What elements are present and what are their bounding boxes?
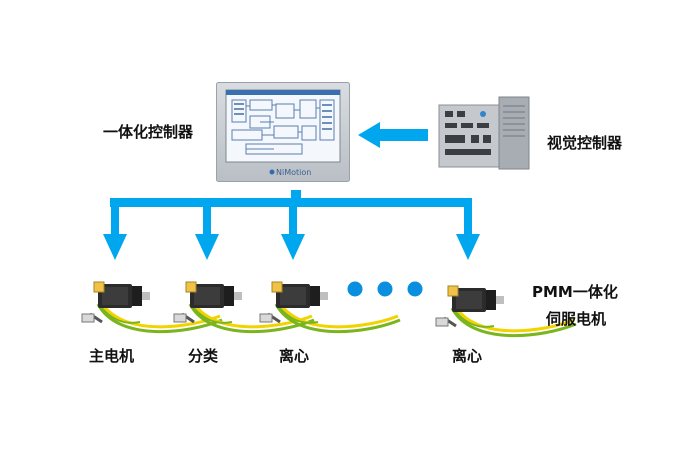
integrated-controller-label: 一体化控制器 bbox=[103, 123, 194, 141]
servo-motor-icon bbox=[258, 280, 402, 334]
pmm-label-line1: PMM一体化 bbox=[532, 283, 618, 301]
integrated-controller: NiMotion bbox=[216, 82, 350, 182]
vision-controller-icon bbox=[438, 96, 530, 170]
motor-label-main: 主电机 bbox=[89, 347, 135, 365]
vision-to-controller-arrow bbox=[358, 120, 428, 150]
servo-motor-centrifuge-1 bbox=[258, 278, 408, 338]
svg-text:NiMotion: NiMotion bbox=[276, 168, 311, 177]
motor-label-sort: 分类 bbox=[188, 347, 219, 365]
ellipsis-dots bbox=[345, 278, 425, 300]
distribution-bus bbox=[100, 190, 480, 280]
pmm-label-line2: 伺服电机 bbox=[546, 310, 607, 328]
monitor-icon: NiMotion bbox=[216, 82, 350, 182]
vision-controller bbox=[437, 95, 532, 173]
motor-label-centrifuge-1: 离心 bbox=[279, 347, 310, 365]
motor-label-centrifuge-2: 离心 bbox=[452, 347, 483, 365]
vision-controller-label: 视觉控制器 bbox=[547, 134, 623, 152]
